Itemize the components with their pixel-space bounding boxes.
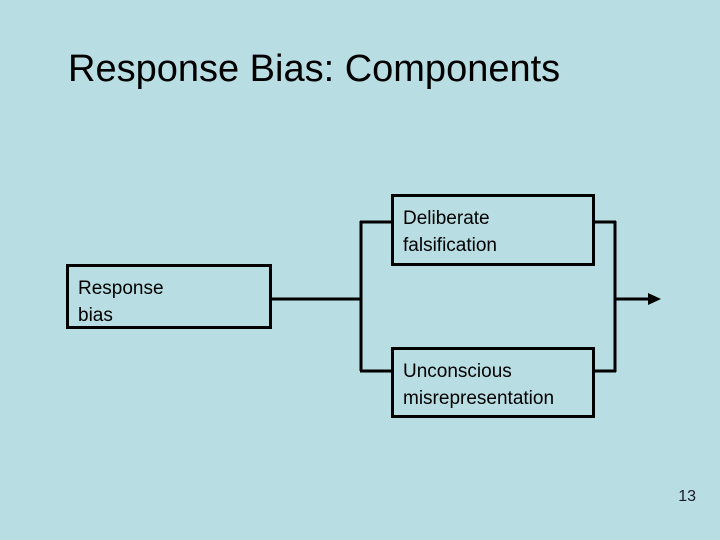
node-response-bias[interactable]: Response bias	[66, 264, 272, 329]
node-response-bias-label-line1: Response	[78, 278, 164, 299]
output-arrowhead	[648, 293, 661, 305]
page-title: Response Bias: Components	[68, 48, 561, 90]
node-unconscious-misrepresentation[interactable]: Unconscious misrepresentation	[391, 347, 595, 418]
node-unconscious-misrepresentation-label-line2: misrepresentation	[403, 388, 555, 409]
page-number: 13	[678, 488, 696, 505]
node-response-bias-label-line2: bias	[78, 305, 113, 326]
node-unconscious-misrepresentation-label-line1: Unconscious	[403, 361, 512, 382]
node-deliberate-falsification[interactable]: Deliberate falsification	[391, 194, 595, 266]
node-deliberate-falsification-label-line2: falsification	[403, 235, 497, 256]
node-deliberate-falsification-label-line1: Deliberate	[403, 208, 490, 229]
